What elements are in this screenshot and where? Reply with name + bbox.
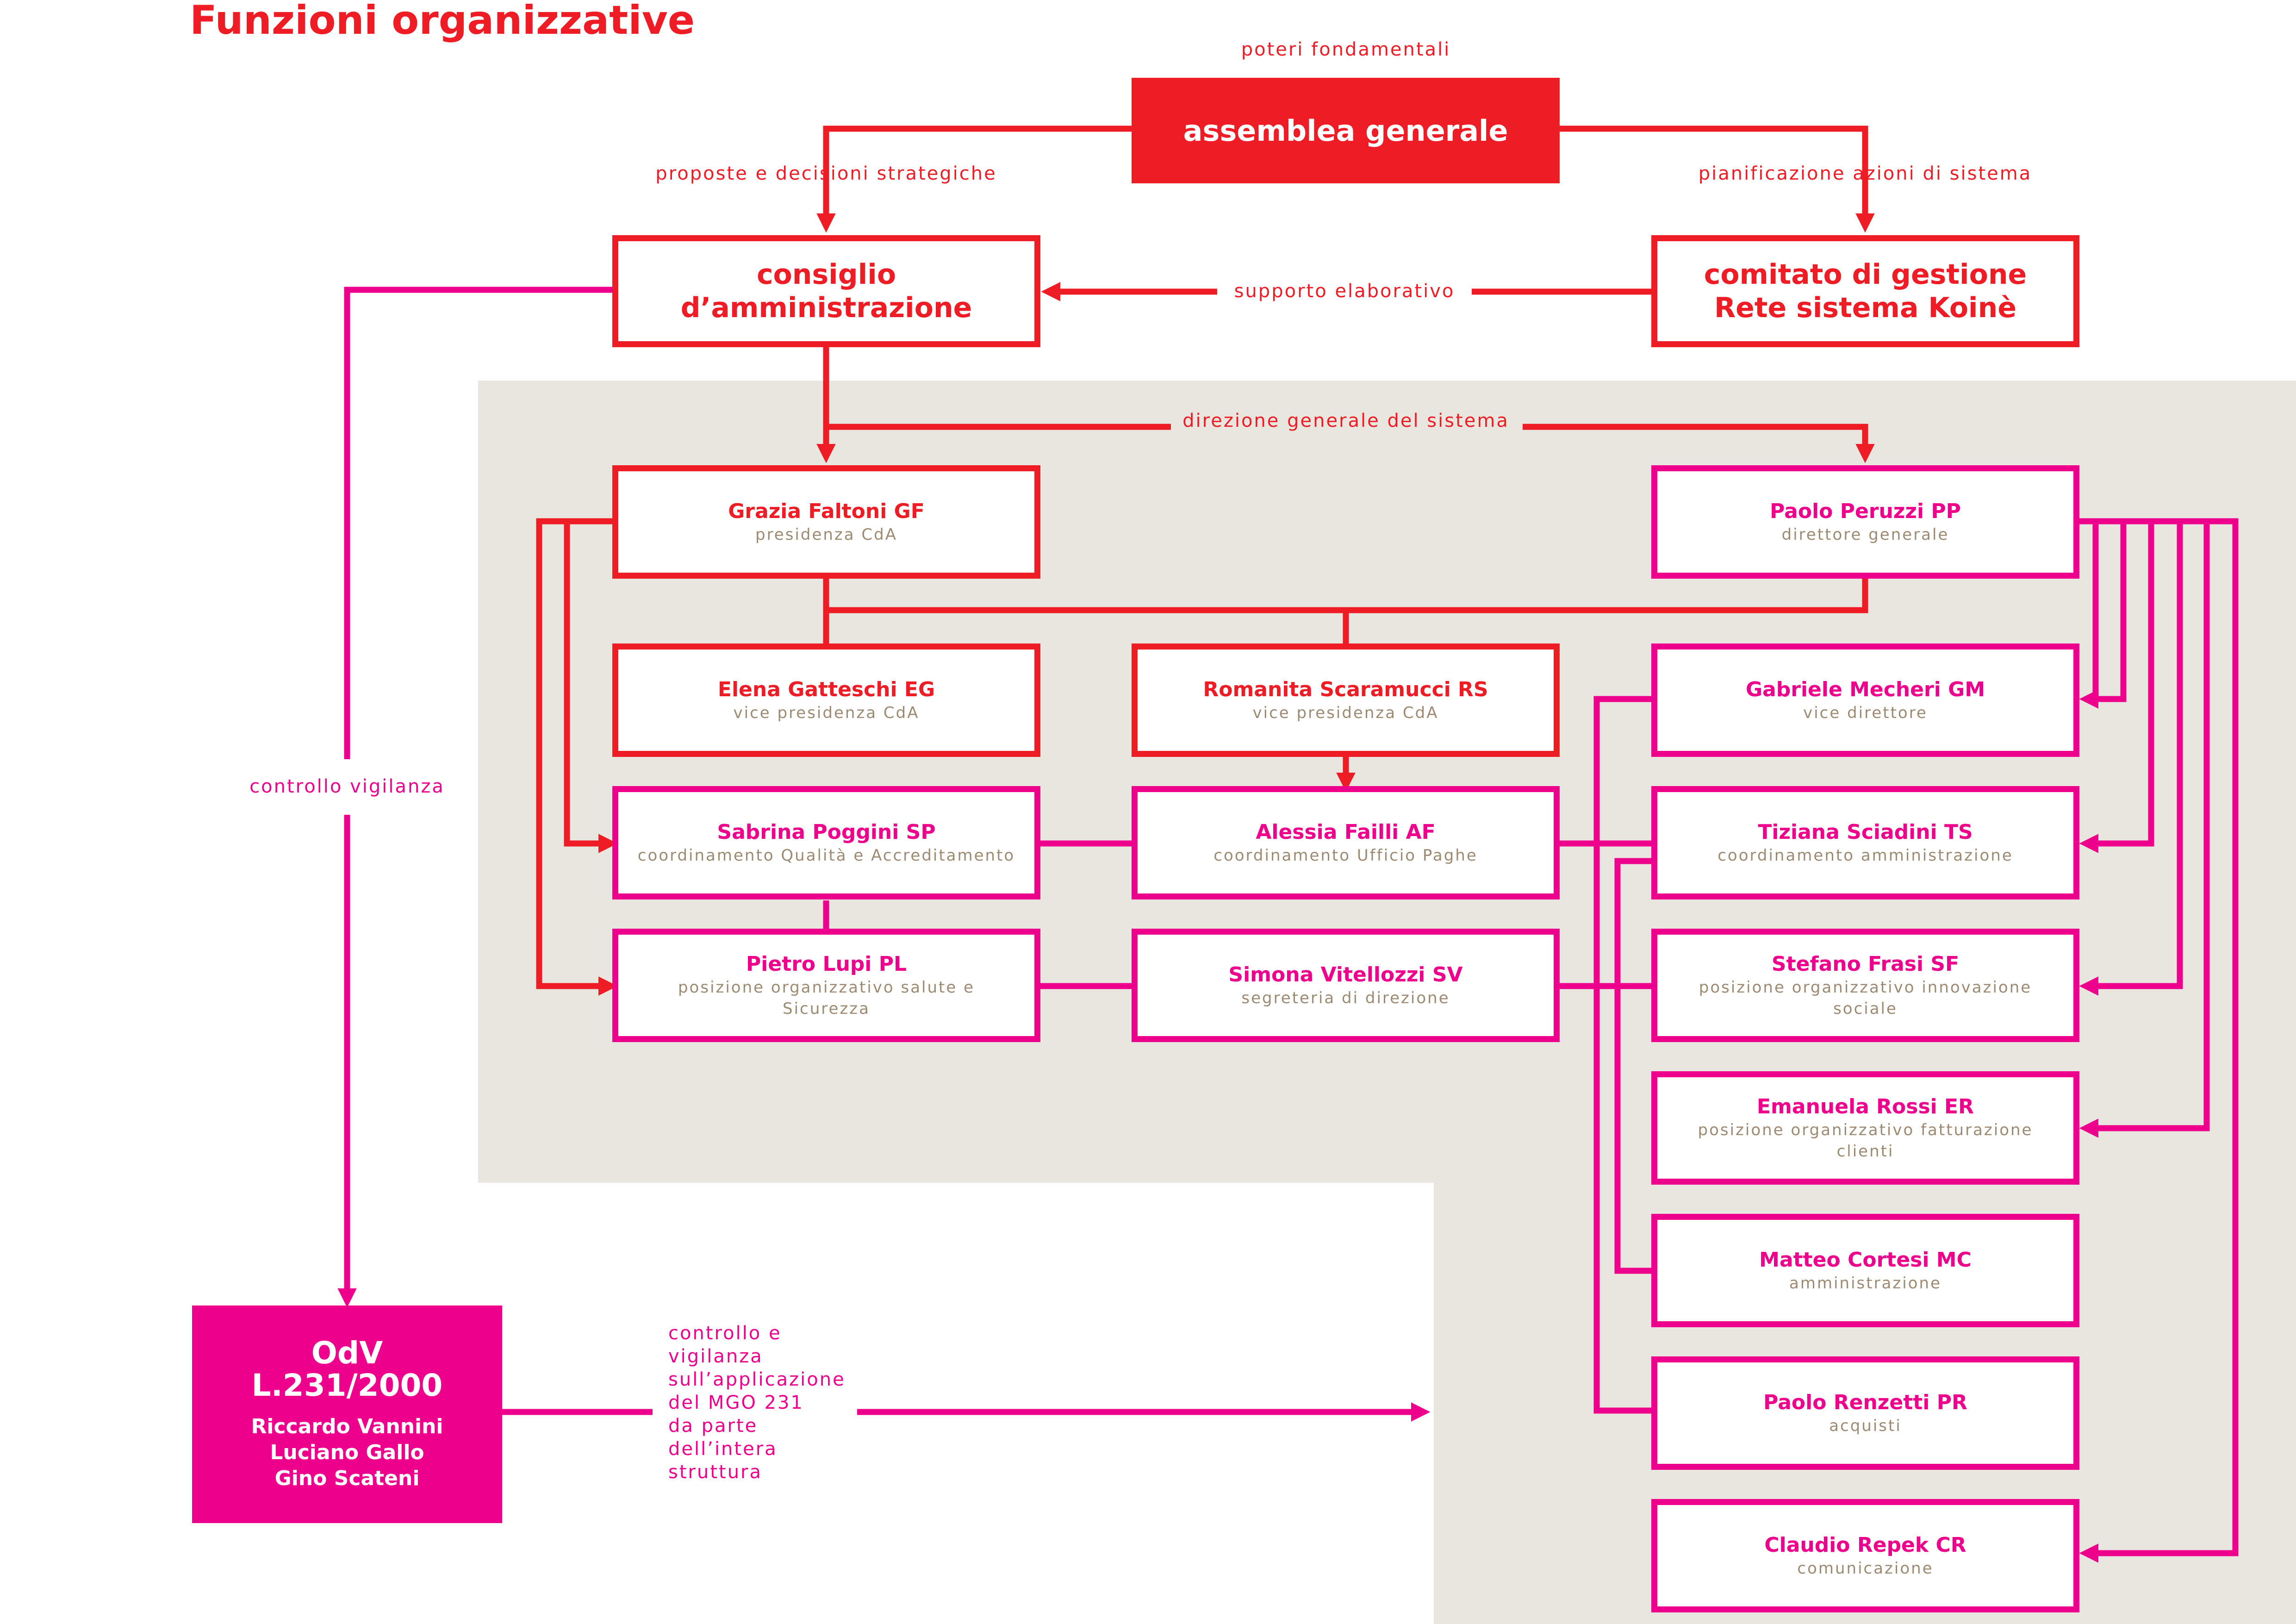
edge-label-general-direction: direzione generale del sistema [1182, 410, 1509, 431]
person-role-mc: amministrazione [1789, 1274, 1941, 1293]
person-box-af[interactable]: Alessia Failli AF coordinamento Ufficio … [1132, 786, 1560, 899]
person-name-er: Emanuela Rossi ER [1756, 1094, 1974, 1118]
assembly-box[interactable]: assemblea generale [1132, 78, 1560, 183]
person-name-pr: Paolo Renzetti PR [1763, 1390, 1967, 1414]
person-role-pp: direttore generale [1781, 525, 1949, 544]
person-box-gm[interactable]: Gabriele Mecheri GM vice direttore [1651, 643, 2079, 757]
person-box-mc[interactable]: Matteo Cortesi MC amministrazione [1651, 1214, 2079, 1327]
person-role-eg: vice presidenza CdA [733, 703, 920, 722]
connector-assembly-committee [1560, 125, 1875, 233]
connector-board-odv-top [344, 287, 616, 759]
person-role-sf: posizione organizzativo innovazione soci… [1699, 978, 2032, 1018]
person-name-ts: Tiziana Sciadini TS [1758, 820, 1973, 844]
person-name-pl: Pietro Lupi PL [746, 952, 907, 976]
odv-title-line1: OdV [311, 1335, 383, 1371]
connector-gf-pl [536, 518, 618, 996]
person-name-rs: Romanita Scaramucci RS [1203, 677, 1488, 701]
person-box-gf[interactable]: Grazia Faltoni GF presidenza CdA [612, 465, 1040, 579]
person-name-pp: Paolo Peruzzi PP [1770, 499, 1961, 523]
person-name-sv: Simona Vitellozzi SV [1228, 962, 1463, 987]
board-box[interactable]: consiglio d’amministrazione [612, 235, 1040, 347]
person-box-sv[interactable]: Simona Vitellozzi SV segreteria di direz… [1132, 929, 1560, 1042]
connector-pp-cr [2075, 518, 2239, 1563]
person-box-rs[interactable]: Romanita Scaramucci RS vice presidenza C… [1132, 643, 1560, 757]
person-name-sf: Stefano Frasi SF [1771, 952, 1960, 976]
person-name-cr: Claudio Repek CR [1764, 1533, 1966, 1557]
person-box-sf[interactable]: Stefano Frasi SF posizione organizzativo… [1651, 929, 2079, 1042]
odv-title-line2: L.231/2000 [251, 1368, 443, 1403]
person-box-eg[interactable]: Elena Gatteschi EG vice presidenza CdA [612, 643, 1040, 757]
edge-label-support: supporto elaborativo [1234, 281, 1455, 302]
person-name-gf: Grazia Faltoni GF [728, 499, 925, 523]
person-name-eg: Elena Gatteschi EG [717, 677, 935, 701]
connector-ts-mc-bus [1614, 858, 1655, 1274]
committee-label-line2: Rete sistema Koinè [1714, 292, 2017, 324]
person-box-ts[interactable]: Tiziana Sciadini TS coordinamento ammini… [1651, 786, 2079, 899]
board-label-line1: consiglio [756, 258, 896, 291]
person-box-er[interactable]: Emanuela Rossi ER posizione organizzativ… [1651, 1071, 2079, 1185]
person-role-er: posizione organizzativo fatturazione cli… [1698, 1120, 2033, 1161]
edge-label-fundamental-powers: poteri fondamentali [1241, 39, 1451, 60]
person-role-pr: acquisti [1829, 1416, 1902, 1435]
person-role-pl: posizione organizzativo salute e Sicurez… [678, 978, 975, 1018]
edge-label-odv-control: controllo e vigilanza sull’applicazione … [668, 1323, 846, 1483]
person-box-cr[interactable]: Claudio Repek CR comunicazione [1651, 1499, 2079, 1612]
person-role-ts: coordinamento amministrazione [1717, 846, 2013, 865]
edge-label-control: controllo vigilanza [249, 776, 445, 797]
odv-member: Gino Scateni [274, 1467, 420, 1490]
board-label-line2: d’amministrazione [680, 292, 972, 324]
person-name-sp: Sabrina Poggini SP [717, 820, 936, 844]
person-role-af: coordinamento Ufficio Paghe [1213, 846, 1478, 865]
odv-member: Luciano Gallo [270, 1441, 424, 1464]
person-role-sv: segreteria di direzione [1241, 988, 1450, 1007]
connector-direction-right [1523, 424, 1875, 463]
connector-gm-pr-bus [1593, 696, 1655, 1414]
edge-label-system-planning: pianificazione azioni di sistema [1698, 163, 2032, 184]
committee-box[interactable]: comitato di gestione Rete sistema Koinè [1651, 235, 2079, 347]
odv-box[interactable]: OdV L.231/2000 Riccardo Vannini Luciano … [192, 1305, 502, 1523]
person-name-gm: Gabriele Mecheri GM [1745, 677, 1985, 701]
person-role-gf: presidenza CdA [755, 525, 897, 544]
person-role-gm: vice direttore [1803, 703, 1928, 722]
edge-label-strategic-decisions: proposte e decisioni strategiche [655, 163, 997, 184]
person-role-cr: comunicazione [1797, 1559, 1934, 1578]
person-box-pr[interactable]: Paolo Renzetti PR acquisti [1651, 1356, 2079, 1470]
person-box-pp[interactable]: Paolo Peruzzi PP direttore generale [1651, 465, 2079, 579]
person-role-sp: coordinamento Qualità e Accreditamento [637, 846, 1015, 865]
person-role-rs: vice presidenza CdA [1252, 703, 1439, 722]
connector-assembly-board [816, 125, 1132, 233]
committee-label-line1: comitato di gestione [1704, 258, 2027, 291]
assembly-label: assemblea generale [1183, 113, 1508, 148]
person-name-mc: Matteo Cortesi MC [1759, 1248, 1972, 1272]
odv-member: Riccardo Vannini [251, 1415, 443, 1438]
person-name-af: Alessia Failli AF [1256, 820, 1436, 844]
page-title: Funzioni organizzative [190, 0, 695, 44]
person-box-sp[interactable]: Sabrina Poggini SP coordinamento Qualità… [612, 786, 1040, 899]
person-box-pl[interactable]: Pietro Lupi PL posizione organizzativo s… [612, 929, 1040, 1042]
